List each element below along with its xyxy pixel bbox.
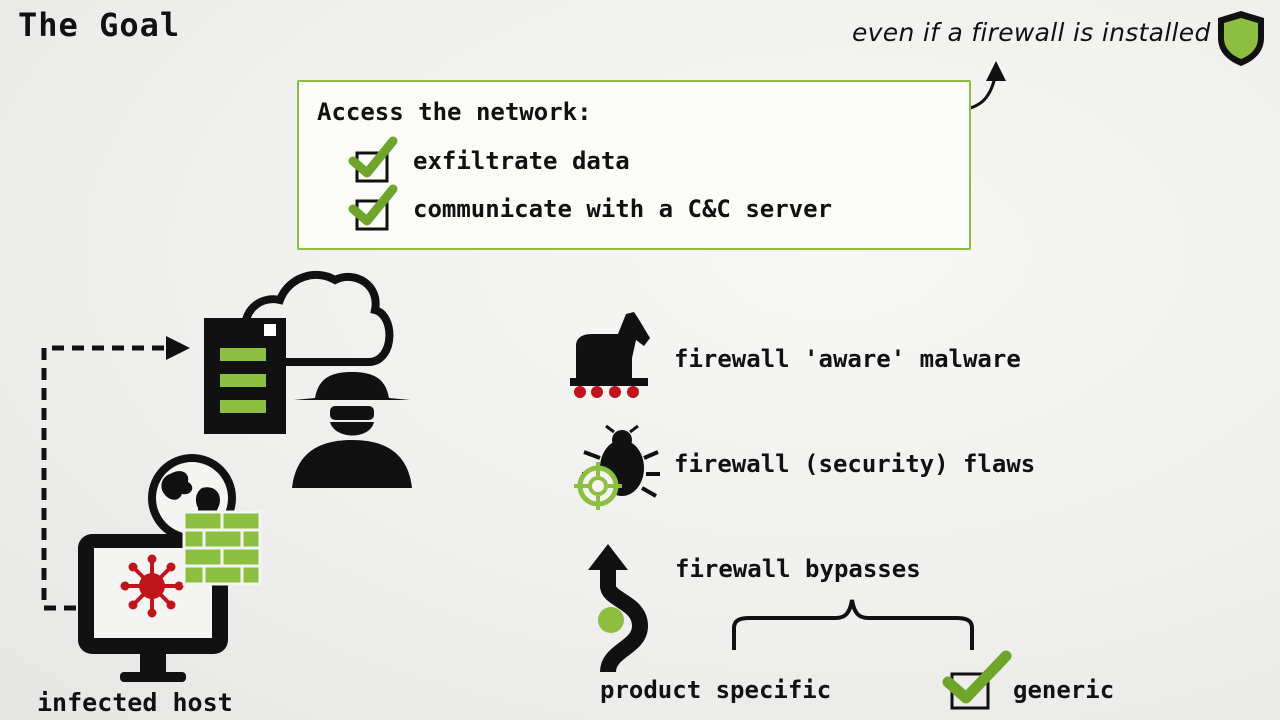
technique-label: firewall bypasses bbox=[675, 555, 921, 583]
shield-icon bbox=[1218, 11, 1264, 66]
goal-item-label: communicate with a C&C server bbox=[413, 195, 833, 223]
trojan-horse-icon bbox=[570, 312, 650, 398]
goal-heading: Access the network: bbox=[317, 98, 592, 126]
bug-target-icon bbox=[574, 424, 660, 510]
checkbox-checked-icon bbox=[942, 650, 1012, 710]
goal-item: communicate with a C&C server bbox=[348, 184, 833, 233]
checkbox-checked-icon bbox=[348, 136, 398, 183]
network-illustration bbox=[41, 270, 412, 682]
technique-label: firewall (security) flaws bbox=[674, 450, 1036, 478]
server-icon bbox=[204, 318, 286, 434]
checkbox-checked-icon bbox=[348, 184, 398, 231]
curly-brace bbox=[732, 599, 974, 650]
firewall-note: even if a firewall is installed bbox=[852, 18, 1211, 47]
technique-label: firewall 'aware' malware bbox=[674, 345, 1021, 373]
goal-box: Access the network: exfiltrate data comm… bbox=[297, 80, 971, 250]
goal-item-label: exfiltrate data bbox=[413, 147, 630, 175]
bypass-type-product-specific: product specific bbox=[600, 676, 832, 704]
firewall-icon bbox=[182, 510, 262, 586]
hacker-icon bbox=[292, 372, 412, 488]
goal-item: exfiltrate data bbox=[348, 136, 630, 185]
infected-host-label: infected host bbox=[37, 688, 233, 717]
virus-icon bbox=[120, 554, 184, 618]
page-title: The Goal bbox=[18, 6, 181, 44]
dashed-arrow bbox=[41, 336, 190, 611]
bypass-arrow-icon bbox=[588, 544, 649, 674]
bypass-type-generic: generic bbox=[1013, 676, 1115, 704]
